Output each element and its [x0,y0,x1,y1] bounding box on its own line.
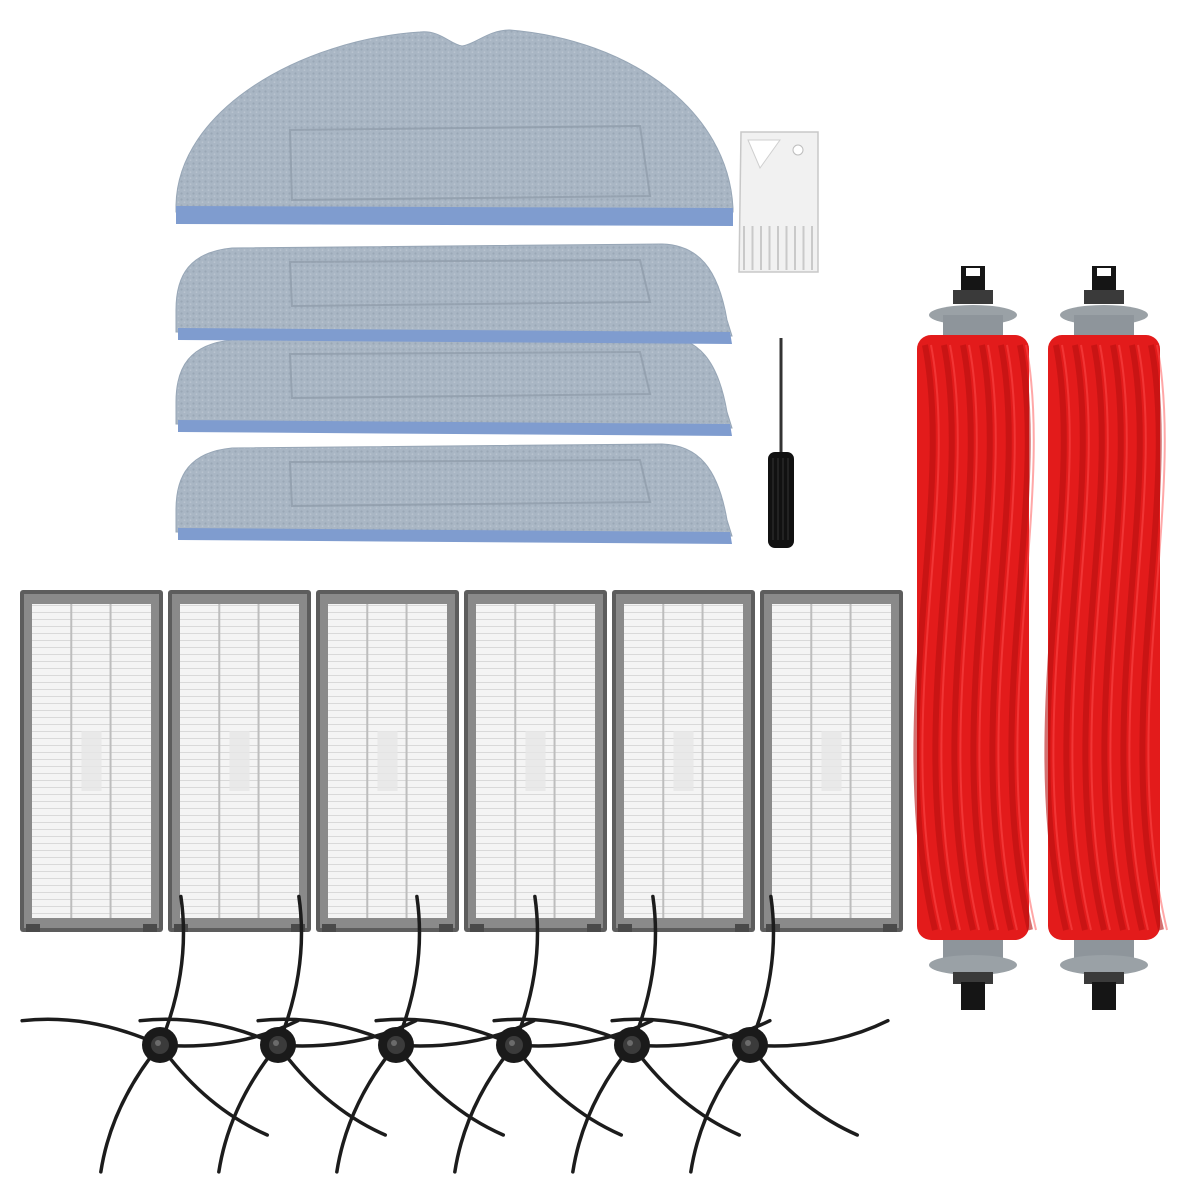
hepa-filter [20,590,163,932]
mop-pad [175,335,733,436]
side-brush [610,894,890,1174]
cleaning-tool [738,131,819,273]
mop-pad [175,443,733,544]
mop-pad [175,243,733,344]
hepa-filter [760,590,903,932]
hepa-filter [316,590,459,932]
mop-pad [175,29,734,226]
side-brush [20,894,300,1174]
side-brush [374,894,654,1174]
main-roller-brush [1044,266,1168,1010]
side-brush [138,894,418,1174]
hepa-filter [168,590,311,932]
main-roller-brush [913,266,1037,1010]
side-brush [492,894,772,1174]
side-brush [256,894,536,1174]
hepa-filter [464,590,607,932]
hepa-filter [612,590,755,932]
screwdriver [768,338,794,548]
